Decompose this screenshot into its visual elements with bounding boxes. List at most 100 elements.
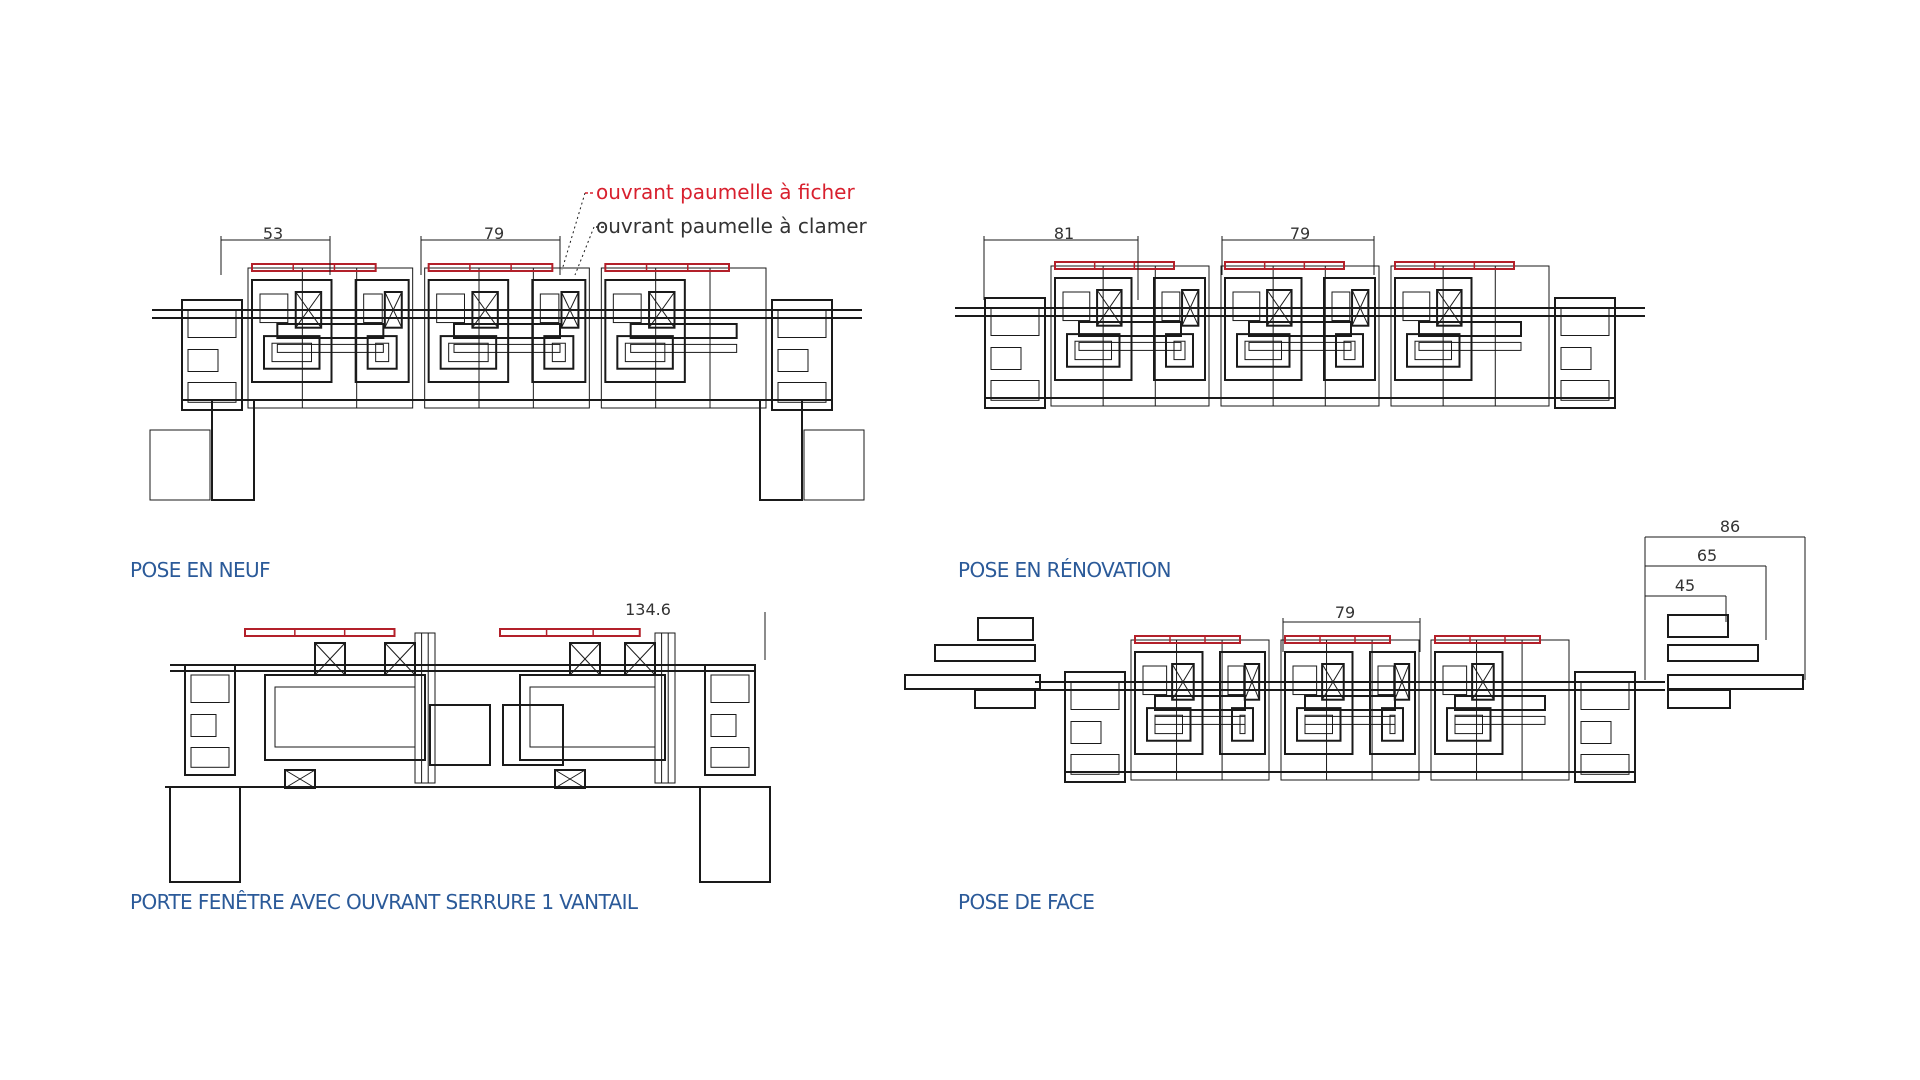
thermal-break bbox=[1393, 663, 1411, 701]
thermal-break-cross bbox=[1436, 289, 1462, 326]
dim-renov-81: 81 bbox=[1053, 224, 1075, 243]
dim-face-86: 86 bbox=[1719, 517, 1741, 536]
drawing-pose-en-neuf bbox=[149, 236, 865, 501]
frame-profile bbox=[181, 299, 243, 411]
sash-chamber bbox=[259, 293, 289, 324]
sash-cover-red bbox=[427, 263, 554, 272]
caption-pose-de-face: POSE DE FACE bbox=[958, 890, 1095, 914]
leaf-chamber bbox=[529, 686, 656, 748]
sash-profile bbox=[1219, 651, 1266, 755]
glass-channel bbox=[453, 343, 561, 353]
sash-chamber bbox=[363, 293, 383, 324]
thermal-break-cross bbox=[561, 291, 579, 328]
sash-cover-red bbox=[244, 628, 396, 637]
sash-chamber bbox=[1232, 291, 1261, 322]
thermal-break bbox=[560, 291, 580, 329]
leader-clamer bbox=[574, 226, 595, 276]
frame-chamber bbox=[187, 309, 237, 338]
sash-cover-red bbox=[1134, 635, 1241, 644]
thermal-break-cross bbox=[384, 291, 403, 328]
frame-chamber bbox=[1580, 754, 1630, 775]
sash-profile bbox=[251, 279, 333, 383]
thermal-break-cross bbox=[1394, 663, 1410, 700]
sash-profile bbox=[1369, 651, 1416, 755]
face-profile-part bbox=[1667, 689, 1731, 709]
sash-cover-red bbox=[1284, 635, 1391, 644]
frame-profile bbox=[184, 664, 236, 776]
frame-chamber bbox=[1580, 681, 1630, 710]
glass-channel bbox=[1304, 695, 1396, 711]
sash-chamber bbox=[1442, 665, 1468, 696]
sash-profile bbox=[1054, 277, 1133, 381]
sash-profile bbox=[1134, 651, 1204, 755]
thermal-break-cross bbox=[554, 769, 586, 789]
sash-profile bbox=[1224, 277, 1303, 381]
glazing-unit bbox=[1280, 639, 1420, 781]
glass-channel bbox=[1248, 321, 1352, 337]
caption-pose-en-neuf: POSE EN NEUF bbox=[130, 558, 271, 582]
sash-chamber bbox=[612, 293, 642, 324]
thermal-break-cross bbox=[284, 769, 316, 789]
frame-chamber bbox=[990, 380, 1040, 401]
glazing-unit bbox=[654, 632, 676, 784]
sash-chamber bbox=[1062, 291, 1091, 322]
thermal-break-cross bbox=[1266, 289, 1292, 326]
sash-chamber bbox=[1292, 665, 1318, 696]
sash-chamber bbox=[1331, 291, 1351, 322]
frame-chamber bbox=[187, 349, 219, 372]
frame-chamber bbox=[777, 349, 809, 372]
frame-profile bbox=[1574, 671, 1636, 783]
thermal-break bbox=[648, 291, 676, 329]
drawing-pose-en-renovation bbox=[955, 236, 1645, 409]
thermal-break-cross bbox=[1171, 663, 1195, 700]
sash-profile bbox=[1434, 651, 1504, 755]
wall-lining-left bbox=[211, 399, 255, 501]
thermal-break-cross bbox=[648, 291, 675, 328]
sash-chamber bbox=[1142, 665, 1168, 696]
drawing-porte-fenetre bbox=[165, 612, 771, 883]
caption-porte-fenetre: PORTE FENÊTRE AVEC OUVRANT SERRURE 1 VAN… bbox=[130, 890, 638, 914]
sash-profile bbox=[604, 279, 686, 383]
sash-profile bbox=[1284, 651, 1354, 755]
frame-chamber bbox=[1070, 681, 1120, 710]
face-profile-part bbox=[934, 644, 1036, 662]
sash-profile bbox=[531, 279, 587, 383]
glazing-unit bbox=[1390, 265, 1550, 407]
frame-chamber bbox=[1070, 721, 1102, 744]
frame-chamber bbox=[190, 674, 230, 703]
leaf-chamber bbox=[274, 686, 416, 748]
thermal-break-cross bbox=[314, 642, 346, 676]
sash-chamber bbox=[539, 293, 560, 324]
frame-profile bbox=[1554, 297, 1616, 409]
dim-face-45: 45 bbox=[1674, 576, 1696, 595]
thermal-break bbox=[569, 642, 601, 676]
frame-profile bbox=[771, 299, 833, 411]
face-profile-part bbox=[1667, 644, 1759, 662]
glass-channel bbox=[276, 343, 384, 353]
thermal-break-cross bbox=[1471, 663, 1495, 700]
lock-stile bbox=[429, 704, 491, 766]
sash-profile bbox=[1153, 277, 1206, 381]
frame-chamber bbox=[1580, 721, 1612, 744]
thermal-break-cross bbox=[471, 291, 499, 328]
face-profile-part bbox=[974, 689, 1036, 709]
thermal-break bbox=[1321, 663, 1345, 701]
frame-chamber bbox=[1560, 347, 1592, 370]
thermal-break-cross bbox=[1181, 289, 1199, 326]
frame-profile bbox=[984, 297, 1046, 409]
lock-stile bbox=[502, 704, 564, 766]
dim-renov-79: 79 bbox=[1289, 224, 1311, 243]
sash-profile bbox=[1323, 277, 1376, 381]
sash-chamber bbox=[436, 293, 465, 324]
sash-chamber bbox=[1161, 291, 1181, 322]
frame-chamber bbox=[710, 714, 737, 737]
legend-leader-lines bbox=[561, 192, 604, 276]
glass-channel bbox=[1454, 715, 1546, 725]
frame-chamber bbox=[190, 747, 230, 768]
thermal-break-cross bbox=[1351, 289, 1369, 326]
wall-lining-right bbox=[699, 786, 771, 883]
wall-block-left bbox=[149, 429, 211, 501]
caption-pose-en-renovation: POSE EN RÉNOVATION bbox=[958, 558, 1171, 582]
